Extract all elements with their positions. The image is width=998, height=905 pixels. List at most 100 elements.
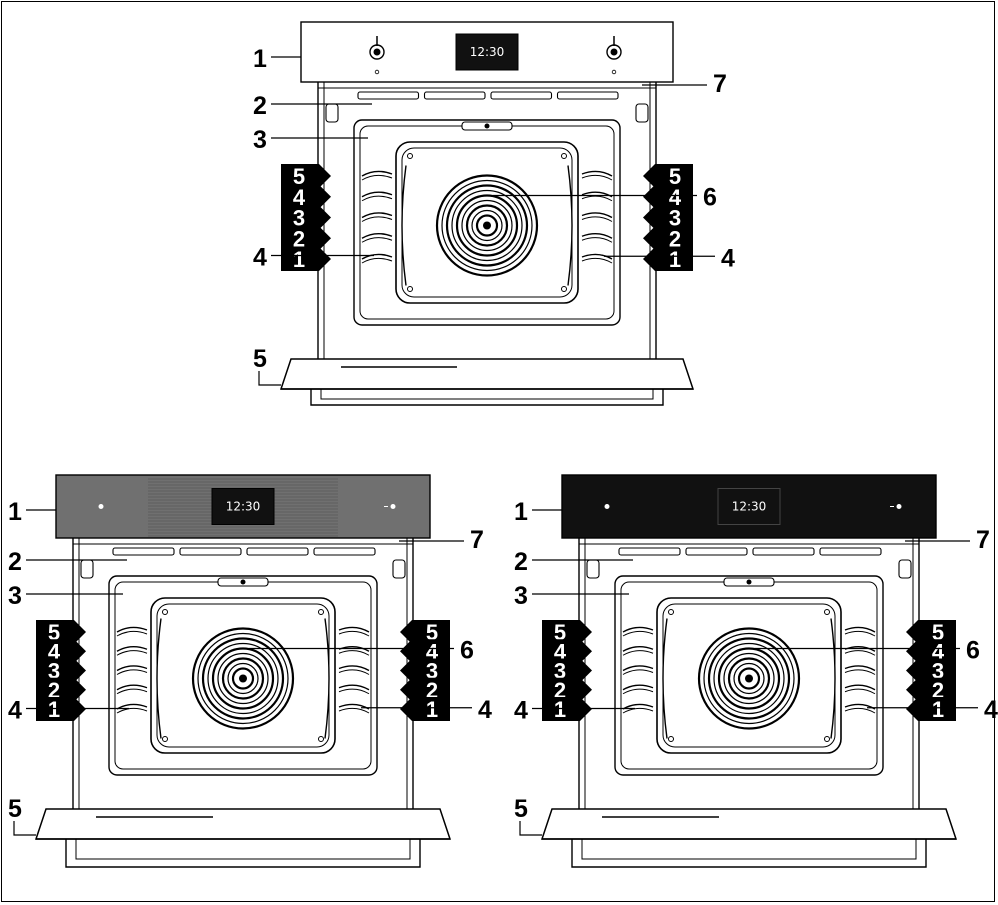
callout-1: 1 (8, 498, 22, 526)
shelf-level-tag (281, 164, 331, 188)
shelf-level-tag (400, 697, 450, 721)
vent-slot (685, 547, 748, 556)
vent-slot (313, 547, 376, 556)
callout-2: 2 (514, 548, 528, 576)
shelf-level-tag (281, 247, 331, 271)
vent-slot (490, 91, 553, 100)
shelf-level-tag (400, 639, 450, 664)
shelf-level-label: 4 (293, 185, 306, 210)
shelf-level-label: 4 (48, 639, 61, 664)
callout-4: 4 (514, 697, 528, 725)
vent-slot (618, 547, 681, 556)
power-button-icon (604, 504, 610, 509)
shelf-level-tag (906, 677, 956, 702)
shelf-level-label: 2 (293, 226, 305, 251)
callout-6: 6 (703, 184, 717, 212)
shelf-level-tag (400, 620, 450, 644)
callout-4: 4 (984, 696, 998, 724)
display-screen (717, 488, 781, 525)
shelf-level-label: 3 (669, 206, 681, 231)
vent-slot (179, 547, 242, 556)
shelf-level-label: 1 (48, 697, 60, 722)
callout-5: 5 (514, 795, 528, 823)
shelf-level-label: 2 (932, 678, 944, 703)
shelf-level-label: 3 (426, 659, 438, 684)
shelf-level-label: 4 (426, 639, 439, 664)
shelf-level-tag (281, 184, 331, 209)
shelf-level-label: 5 (48, 620, 60, 645)
shelf-level-label: 1 (669, 247, 681, 272)
display-time: 12:30 (226, 500, 261, 514)
shelf-level-label: 3 (554, 659, 566, 684)
vent-slot (112, 547, 175, 556)
callout-7: 7 (470, 526, 484, 554)
shelf-level-label: 2 (669, 226, 681, 251)
callout-7: 7 (713, 70, 727, 98)
shelf-level-label: 5 (932, 620, 944, 645)
display-screen (211, 488, 275, 525)
shelf-level-label: 1 (293, 247, 305, 272)
shelf-level-label: 5 (554, 620, 566, 645)
callout-3: 3 (8, 582, 22, 610)
shelf-level-tag (643, 226, 693, 251)
oven-door (540, 808, 958, 840)
shelf-level-tag (643, 205, 693, 230)
shelf-level-label: 4 (669, 185, 682, 210)
select-button-icon (390, 504, 396, 509)
callout-1: 1 (514, 498, 528, 526)
display-screen (455, 33, 519, 71)
shelf-level-label: 1 (426, 697, 438, 722)
shelf-level-tag (542, 620, 592, 644)
callout-3: 3 (253, 126, 267, 154)
fan-icon (483, 221, 491, 230)
power-button-icon (98, 504, 104, 509)
shelf-level-tag (643, 164, 693, 188)
callout-7: 7 (976, 526, 990, 554)
oven-door (279, 358, 695, 390)
callout-1: 1 (253, 45, 267, 73)
shelf-level-tag (281, 205, 331, 230)
shelf-level-label: 5 (293, 164, 305, 189)
callout-5: 5 (253, 345, 267, 373)
shelf-level-tag (643, 247, 693, 271)
shelf-level-tag (542, 639, 592, 664)
vent-slot (246, 547, 309, 556)
shelf-level-tag (36, 658, 86, 683)
callout-4: 4 (721, 244, 735, 272)
shelf-level-label: 2 (48, 678, 60, 703)
fan-icon (239, 674, 247, 683)
callout-3: 3 (514, 582, 528, 610)
shelf-level-label: 4 (554, 639, 567, 664)
shelf-level-label: 5 (669, 164, 681, 189)
shelf-level-tag (36, 639, 86, 664)
vent-slot (819, 547, 882, 556)
shelf-level-label: 4 (932, 639, 945, 664)
shelf-level-tag (542, 677, 592, 702)
select-button-icon (896, 504, 902, 509)
callout-2: 2 (253, 92, 267, 120)
shelf-level-tag (643, 184, 693, 209)
vent-slot (357, 91, 420, 100)
callout-5: 5 (8, 795, 22, 823)
shelf-level-tag (400, 677, 450, 702)
shelf-level-tag (281, 226, 331, 251)
callout-4: 4 (253, 244, 267, 272)
shelf-level-tag (906, 639, 956, 664)
shelf-level-tag (906, 620, 956, 644)
display-time: 12:30 (732, 500, 767, 514)
shelf-level-label: 2 (426, 678, 438, 703)
shelf-level-tag (36, 677, 86, 702)
callout-4: 4 (478, 696, 492, 724)
shelf-level-tag (906, 697, 956, 721)
shelf-level-label: 1 (554, 697, 566, 722)
callout-2: 2 (8, 548, 22, 576)
vent-slot (752, 547, 815, 556)
shelf-level-tag (36, 620, 86, 644)
shelf-level-label: 2 (554, 678, 566, 703)
shelf-level-tag (400, 658, 450, 683)
